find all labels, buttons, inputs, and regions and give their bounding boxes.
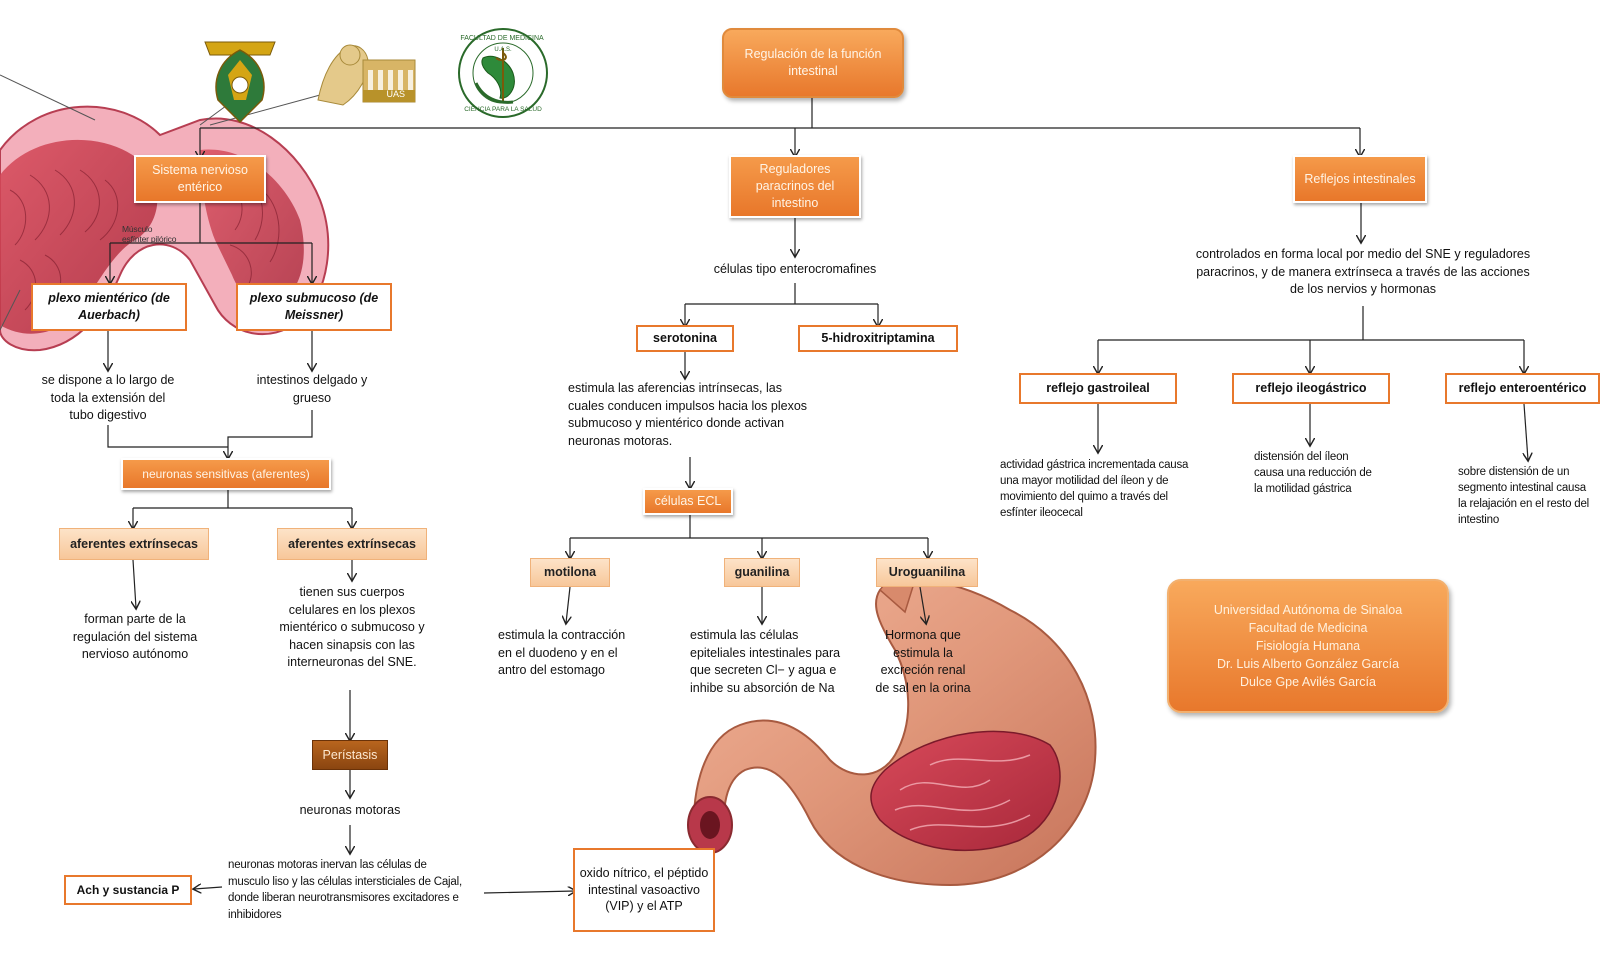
motoras-desc: neuronas motoras inervan las células de … xyxy=(228,859,462,922)
aferentes-2-box: aferentes extrínsecas xyxy=(277,528,427,560)
peristasis-box: Perístasis xyxy=(312,740,388,770)
neuronas-sensitivas-box: neuronas sensitivas (aferentes) xyxy=(121,458,331,490)
neuronas-motoras-text: neuronas motoras xyxy=(299,803,401,817)
guanilina-box: guanilina xyxy=(724,558,800,587)
reflejo-enteroenterico-box: reflejo enteroentérico xyxy=(1445,373,1600,404)
aferentes-1-box: aferentes extrínsecas xyxy=(59,528,209,560)
hidroxitriptamina-box: 5-hidroxitriptamina xyxy=(798,325,958,352)
reflejo-gastroileal-box: reflejo gastroileal xyxy=(1019,373,1177,404)
reflejos-header-box: Reflejos intestinales xyxy=(1293,155,1427,203)
plexo-mienterico-box: plexo mientérico (de Auerbach) xyxy=(31,283,187,331)
motilona-box: motilona xyxy=(530,558,610,587)
sphincter-label: Músculo esfínter pilórico xyxy=(122,224,177,245)
sne-header-box: Sistema nervioso entérico xyxy=(134,155,266,203)
ach-box: Ach y sustancia P xyxy=(64,875,192,905)
oxido-box: oxido nítrico, el péptido intestinal vas… xyxy=(573,848,715,932)
paracrinos-header-box: Reguladores paracrinos del intestino xyxy=(729,155,861,218)
seal-mid-text: U.A.S. xyxy=(494,47,512,53)
gastroileal-desc: actividad gástrica incrementada causa un… xyxy=(1000,459,1189,520)
ecl-box: células ECL xyxy=(643,488,733,515)
credits-faculty: Facultad de Medicina xyxy=(1248,620,1368,635)
aferentes-1-desc: forman parte de la regulación del sistem… xyxy=(72,612,198,661)
seal-top-text: FACULTAD DE MEDICINA xyxy=(460,35,544,42)
credits-university: Universidad Autónoma de Sinaloa xyxy=(1213,602,1403,617)
credits-course: Fisiología Humana xyxy=(1255,638,1361,653)
logo-uas-crest xyxy=(204,41,276,124)
guanilina-desc: estimula las células epiteliales intesti… xyxy=(690,628,841,695)
enteroenterico-desc: sobre distensión de un segmento intestin… xyxy=(1458,466,1590,527)
serotonina-box: serotonina xyxy=(636,325,734,352)
uroguanilina-desc: Hormona que estimula la excreción renal … xyxy=(875,628,971,695)
mienterico-desc: se dispone a lo largo de toda la extensi… xyxy=(41,373,175,422)
credits-teacher: Dr. Luis Alberto González García xyxy=(1216,657,1400,672)
reflejos-desc: controlados en forma local por medio del… xyxy=(1195,247,1531,296)
seal-bottom-text: CIENCIA PARA LA SALUD xyxy=(464,106,542,113)
celulas-enterocromafines-text: células tipo enterocromafines xyxy=(713,262,877,276)
logo-uas-building xyxy=(317,44,416,106)
uas-logo-text: UAS xyxy=(386,89,405,99)
credits-box: Universidad Autónoma de Sinaloa Facultad… xyxy=(1167,579,1449,713)
uroguanilina-box: Uroguanilina xyxy=(876,558,978,587)
serotonina-desc: estimula las aferencias intrínsecas, las… xyxy=(568,381,808,448)
logo-faculty-seal xyxy=(458,28,548,118)
stomach-illustration xyxy=(687,574,1097,887)
aferentes-2-desc: tienen sus cuerpos celulares en los plex… xyxy=(279,585,425,669)
credits-student: Dulce Gpe Avilés García xyxy=(1240,675,1376,690)
motilona-desc: estimula la contracción en el duodeno y … xyxy=(498,628,626,677)
title-box: Regulación de la función intestinal xyxy=(722,28,904,98)
plexo-submucoso-box: plexo submucoso (de Meissner) xyxy=(236,283,392,331)
reflejo-ileogastrico-box: reflejo ileogástrico xyxy=(1232,373,1390,404)
submucoso-desc: intestinos delgado y grueso xyxy=(256,373,368,405)
ileogastrico-desc: distensión del íleon causa una reducción… xyxy=(1254,451,1372,496)
